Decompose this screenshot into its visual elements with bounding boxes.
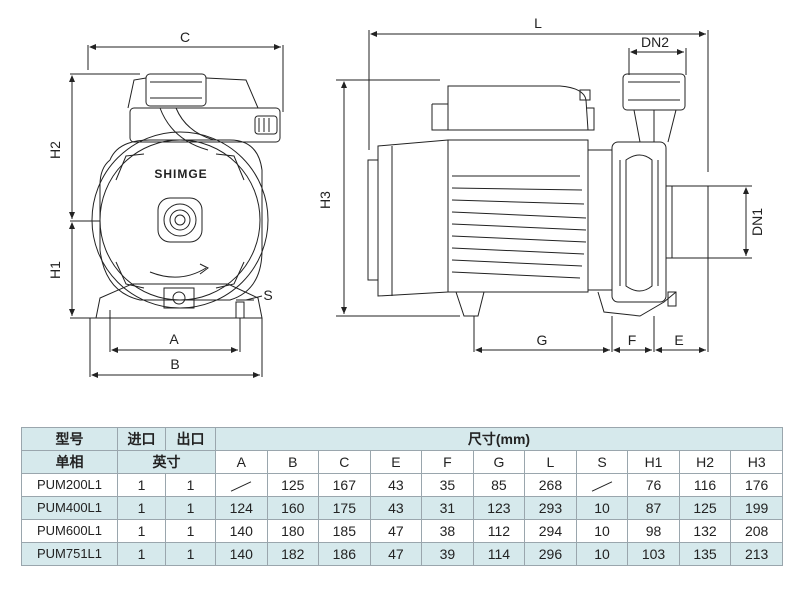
table-row: PUM400L1 1 1 124 160 175 43 31 123 293 1… <box>21 496 783 520</box>
dim-label-f: F <box>628 332 637 348</box>
col-header-size: 英寸 <box>117 450 216 474</box>
col-header-inlet: 进口 <box>117 427 166 451</box>
dim-label-h3: H3 <box>317 191 333 209</box>
col-header-g: G <box>472 450 526 474</box>
dim-label-b: B <box>170 356 179 372</box>
dim-label-dn2: DN2 <box>641 34 669 50</box>
table-header-row: 型号 进口 出口 尺寸(mm) <box>21 427 783 451</box>
table-subheader-row: 单相 英寸 A B C E F G L S H1 H2 H3 <box>21 450 783 474</box>
dimension-table: 型号 进口 出口 尺寸(mm) 单相 英寸 A B C E F G L S H1… <box>21 427 783 566</box>
col-header-l: L <box>524 450 577 474</box>
dim-label-h2: H2 <box>47 141 63 159</box>
col-header-b: B <box>266 450 320 474</box>
table-row: PUM751L1 1 1 140 182 186 47 39 114 296 1… <box>21 542 783 566</box>
brand-label: SHIMGE <box>154 167 207 181</box>
side-view <box>336 30 752 353</box>
col-header-model: 型号 <box>21 427 118 451</box>
pump-dimension-drawing: C H2 H1 A B S SHIMGE L DN2 H3 DN1 G F E <box>47 15 765 378</box>
col-header-a: A <box>215 450 268 474</box>
col-header-outlet: 出口 <box>165 427 216 451</box>
dim-label-a: A <box>169 331 179 347</box>
dim-label-h1: H1 <box>47 261 63 279</box>
dim-label-e: E <box>674 332 683 348</box>
col-header-unit: 单相 <box>21 450 118 474</box>
col-header-s: S <box>575 450 629 474</box>
dim-label-s: S <box>263 287 272 303</box>
table-row: PUM600L1 1 1 140 180 185 47 38 112 294 1… <box>21 519 783 543</box>
col-header-f: F <box>421 450 474 474</box>
motor-fins <box>451 175 587 279</box>
col-header-h3: H3 <box>730 450 783 474</box>
dim-label-c: C <box>180 29 190 45</box>
empty-cell-dash <box>215 473 268 497</box>
col-header-dims: 尺寸(mm) <box>215 427 783 451</box>
dim-label-g: G <box>537 332 548 348</box>
col-header-e: E <box>369 450 423 474</box>
empty-cell-dash <box>575 473 629 497</box>
front-view <box>69 44 284 378</box>
col-header-h2: H2 <box>678 450 732 474</box>
col-header-c: C <box>318 450 371 474</box>
table-row: PUM200L1 1 1 125 167 43 35 85 268 76 116… <box>21 473 783 497</box>
col-header-h1: H1 <box>627 450 680 474</box>
dim-label-l: L <box>534 15 542 31</box>
dim-label-dn1: DN1 <box>749 208 765 236</box>
